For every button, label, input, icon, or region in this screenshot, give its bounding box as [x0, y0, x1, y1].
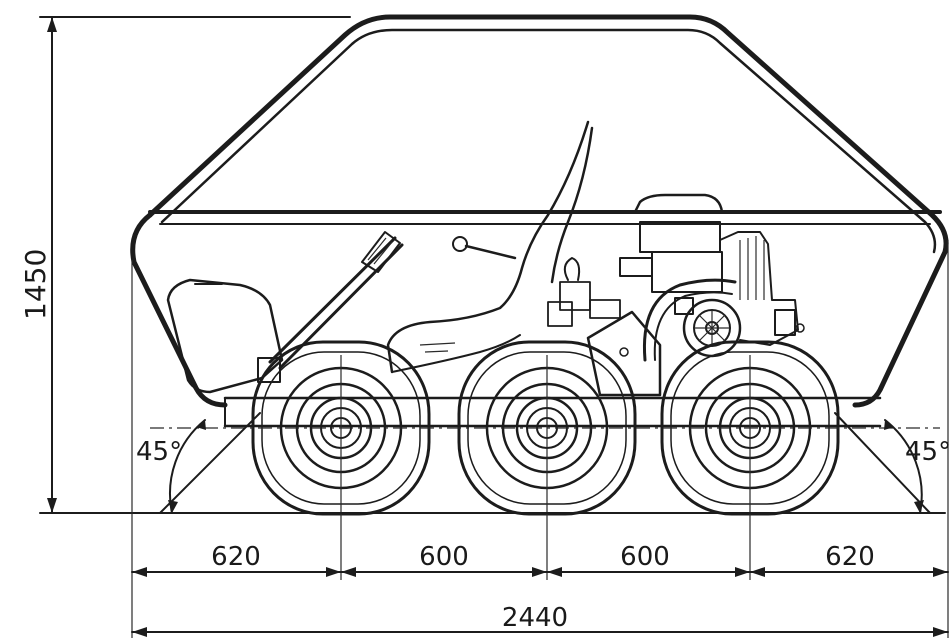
angle-right-label: 45° — [905, 437, 951, 467]
gear-lever — [452, 236, 517, 260]
fuel-tank — [166, 278, 284, 394]
seat — [386, 120, 594, 374]
center-lines — [150, 355, 940, 580]
height-dimension — [47, 16, 57, 514]
angle-right — [834, 412, 931, 514]
chassis-frame — [223, 396, 882, 428]
engine — [547, 193, 805, 397]
angle-left — [159, 412, 261, 514]
segment-dimension-line — [131, 567, 949, 577]
total-dimension-label: 2440 — [502, 603, 568, 633]
steering-lever — [257, 231, 404, 383]
roll-cage — [130, 14, 949, 408]
segment-3-label: 600 — [620, 542, 670, 572]
height-dimension-label: 1450 — [19, 249, 52, 320]
segment-4-label: 620 — [825, 542, 875, 572]
angle-left-label: 45° — [136, 437, 182, 467]
total-dimension-line — [131, 627, 949, 637]
segment-2-label: 600 — [419, 542, 469, 572]
segment-1-label: 620 — [211, 542, 261, 572]
